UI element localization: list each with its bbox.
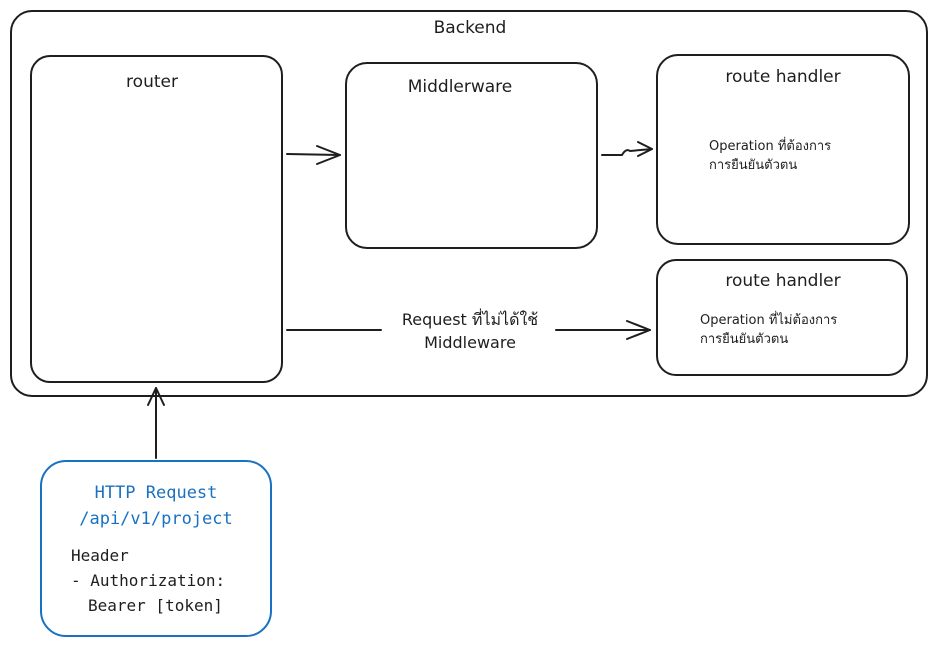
route-handler-auth-desc-line2: การยืนยันตัวตน xyxy=(709,158,798,173)
backend-title: Backend xyxy=(433,18,507,38)
route-handler-public-desc-line2: การยืนยันตัวตน xyxy=(700,332,789,347)
route-handler-public-box xyxy=(656,259,908,376)
middleware-title: Middlerware xyxy=(407,77,513,97)
http-request-header-label: Header xyxy=(71,546,129,565)
middleware-box xyxy=(345,62,598,249)
bypass-label-line2: Middleware xyxy=(424,333,516,352)
router-title: router xyxy=(126,72,178,92)
route-handler-auth-box xyxy=(656,54,910,245)
http-request-title: HTTP Request xyxy=(94,483,218,503)
http-request-header-value: Bearer [token] xyxy=(88,596,223,615)
arrow-router-to-middleware xyxy=(286,153,341,156)
bypass-label-line1: Request ที่ไม่ได้ใช้ xyxy=(401,310,539,329)
http-request-header-item: - Authorization: xyxy=(71,571,226,590)
http-request-box xyxy=(40,460,272,637)
route-handler-public-title: route handler xyxy=(725,271,841,291)
router-box xyxy=(30,55,283,383)
arrow-middleware-to-handler xyxy=(601,148,653,156)
http-request-path: /api/v1/project xyxy=(79,509,233,529)
route-handler-public-desc-line1: Operation ที่ไม่ต้องการ xyxy=(700,313,838,328)
route-handler-auth-desc-line1: Operation ที่ต้องการ xyxy=(709,139,832,154)
route-handler-auth-title: route handler xyxy=(725,67,841,87)
backend-container xyxy=(10,10,928,397)
